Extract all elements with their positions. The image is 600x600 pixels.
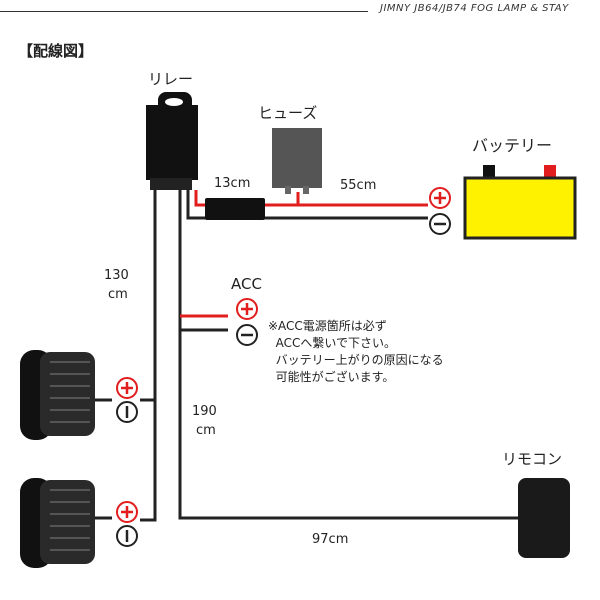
fuse-body [272, 128, 322, 188]
lamp-heatsink [40, 352, 95, 436]
minus-icon [429, 213, 451, 235]
fog-lamp-lower [20, 478, 112, 568]
battery-label: バッテリー [472, 136, 553, 155]
ground-icon [116, 525, 138, 547]
length-relay-to-fuse: 13cm [214, 176, 251, 191]
black-wires [140, 190, 518, 522]
length-fuse-to-battery: 55cm [340, 178, 377, 193]
wire-lamp-lower [140, 190, 157, 522]
plus-icon [236, 298, 258, 320]
fuse-lead-right [303, 186, 309, 194]
relay-body [146, 105, 198, 180]
lamp-heatsink [40, 480, 95, 564]
length-relay-to-lamps-unit: cm [108, 287, 128, 302]
acc-note: ※ACC電源箇所は必ず ACCへ繋いで下さい。 バッテリー上がりの原因になる 可… [268, 319, 444, 384]
wire-remote [178, 190, 518, 520]
relay-label: リレー [148, 70, 194, 88]
ground-icon [116, 401, 138, 423]
remote-label: リモコン [502, 450, 563, 468]
product-title: JIMNY JB64/JB74 FOG LAMP & STAY [380, 3, 569, 14]
lamp-fins [50, 361, 90, 423]
relay [146, 92, 198, 190]
fog-lamp-upper [20, 350, 112, 440]
minus-icon [236, 324, 258, 346]
fuse-lead-left [285, 186, 291, 194]
length-relay-to-remote-value: 190 [192, 404, 217, 419]
section-title: 【配線図】 [18, 42, 94, 60]
battery-body [463, 176, 577, 240]
length-relay-to-lamps-value: 130 [104, 268, 129, 283]
acc-label: ACC [231, 275, 262, 293]
plus-icon [116, 501, 138, 523]
relay-socket [150, 178, 192, 190]
header-rule [0, 11, 368, 12]
length-relay-to-remote-unit: cm [196, 423, 216, 438]
fuse [272, 128, 322, 194]
battery [463, 165, 577, 240]
length-remote-wire: 97cm [312, 532, 349, 547]
plus-icon [429, 187, 451, 209]
remote-unit [518, 478, 570, 558]
relay-mount-hole [165, 98, 183, 106]
battery-negative-terminal [483, 165, 495, 178]
fuse-label: ヒューズ [258, 104, 318, 122]
battery-positive-terminal [544, 165, 556, 178]
inline-fuse-holder [205, 198, 265, 220]
lamp-fins [50, 489, 90, 551]
plus-icon [116, 377, 138, 399]
wire-battery-negative [186, 190, 428, 220]
